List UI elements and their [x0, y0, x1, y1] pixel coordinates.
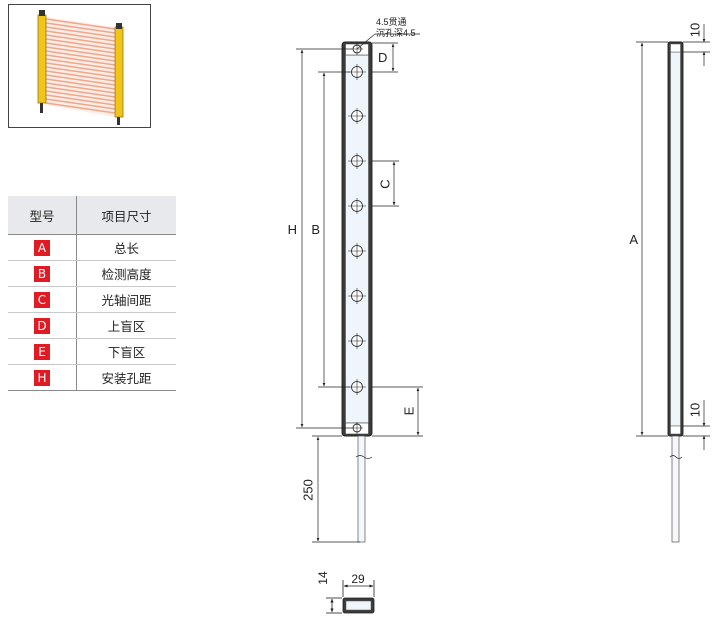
side-face: [670, 51, 681, 427]
product-photo: [8, 4, 151, 128]
beam-line: [45, 102, 116, 114]
table-row: H 安装孔距: [8, 364, 176, 391]
emitter-cable: [40, 103, 43, 113]
beam-line: [45, 26, 116, 38]
spec-table: 型号 项目尺寸 A 总长 B 检测高度 C 光轴间距 D 上盲区 E 下盲区 H…: [8, 196, 176, 391]
spec-table-header: 型号 项目尺寸: [8, 196, 176, 235]
beam-line: [45, 74, 116, 86]
dim-label-section-width: 29: [351, 572, 365, 586]
code-badge: H: [34, 369, 50, 386]
row-label: 检测高度: [76, 260, 176, 287]
dim-label-cable-length: 250: [300, 479, 315, 501]
beam-line: [45, 30, 116, 42]
beam-line: [45, 62, 116, 74]
light-curtain-illustration: [37, 10, 124, 125]
code-badge: D: [34, 317, 50, 334]
table-row: E 下盲区: [8, 338, 176, 365]
side-cable: [671, 435, 680, 543]
code-badge: C: [34, 291, 50, 308]
beam-line: [45, 66, 116, 78]
hole-note-line1: 4.5贯通: [376, 17, 407, 27]
beam-line: [45, 38, 116, 50]
front-dimensions: [296, 33, 423, 543]
dim-label-C: C: [377, 179, 392, 188]
dim-label-H: H: [288, 222, 297, 237]
header-model: 型号: [8, 196, 77, 235]
beam-line: [45, 82, 116, 94]
row-label: 安装孔距: [76, 364, 176, 391]
beam-line: [45, 86, 116, 98]
table-row: C 光轴间距: [8, 286, 176, 313]
front-view: [341, 41, 373, 543]
beam-line: [45, 70, 116, 82]
beam-line: [45, 78, 116, 90]
code-badge: B: [34, 265, 50, 282]
row-label: 上盲区: [76, 312, 176, 339]
beam-line: [45, 90, 116, 102]
beam-line: [45, 34, 116, 46]
table-row: B 检测高度: [8, 260, 176, 287]
code-badge: E: [34, 343, 50, 360]
dim-label-D: D: [378, 50, 387, 65]
row-label: 下盲区: [76, 338, 176, 365]
code-badge: A: [34, 239, 50, 256]
beam-line: [45, 54, 116, 66]
cross-section: [326, 580, 375, 614]
beam-line: [45, 18, 116, 30]
beam-line: [45, 22, 116, 34]
table-row: A 总长: [8, 234, 176, 261]
row-label: 光轴间距: [76, 286, 176, 313]
emitter-cap: [39, 10, 45, 16]
row-label: 总长: [76, 234, 176, 261]
beam-line: [45, 42, 116, 54]
dim-label-section-height: 14: [316, 571, 330, 585]
front-cable: [357, 435, 366, 543]
receiver-cap: [116, 23, 122, 29]
beam-line: [45, 46, 116, 58]
side-dimensions: [636, 24, 710, 450]
beam-line: [45, 98, 116, 110]
dim-label-top-offset: 10: [687, 23, 702, 37]
receiver-cable: [117, 117, 120, 125]
side-dimension-labels: A 10 10: [629, 23, 702, 417]
dim-label-bottom-offset: 10: [687, 403, 702, 417]
section-dimension-labels: 29 14: [316, 571, 365, 586]
beam-line: [45, 58, 116, 70]
beam-line: [45, 94, 116, 106]
dim-label-E: E: [401, 406, 416, 415]
beam-line: [45, 50, 116, 62]
dim-label-A: A: [629, 232, 638, 247]
front-dimension-labels: H B D C E 250 4.5贯通 沉孔深4.5: [288, 17, 417, 501]
side-view: [667, 41, 684, 543]
hole-note-line2: 沉孔深4.5: [376, 28, 416, 38]
header-item: 项目尺寸: [76, 196, 176, 235]
dim-label-B: B: [311, 222, 320, 237]
light-beams: [45, 17, 116, 117]
table-row: D 上盲区: [8, 312, 176, 339]
optical-axes: [348, 64, 366, 395]
